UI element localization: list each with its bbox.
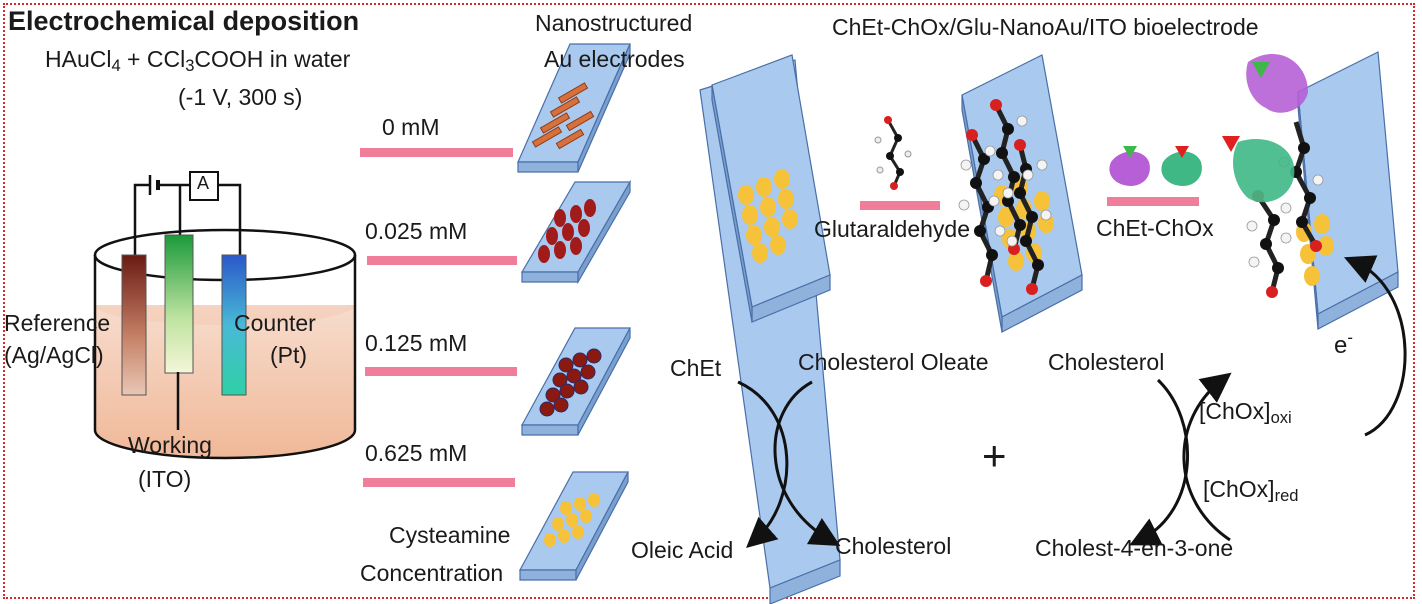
reagent-b-prefix: + CCl [120,46,186,72]
slide-0025mM [520,179,632,285]
reference-electrode-sub: (Ag/AgCl) [4,342,104,368]
concentration-3: 0.625 mM [365,440,468,466]
concentration-axis-label: Concentration [360,560,504,586]
electrochemical-cell [93,171,357,460]
reagent-b-subscript: 3 [185,56,195,76]
electron-label: e- [1334,328,1353,360]
large-slide-2 [958,54,1092,333]
chox-red-subscript: red [1274,486,1299,506]
slide-0mM [517,43,631,173]
concentration-2: 0.125 mM [365,330,468,356]
plus-sign: + [982,432,1007,479]
reagents-label: HAuCl4 + CCl3COOH in water [45,46,350,76]
glutaraldehyde-molecule [870,110,920,190]
slide-0625mM [518,471,629,581]
chet-label: ChEt [670,355,722,381]
counter-electrode-sub: (Pt) [270,342,308,368]
deposition-conditions: (-1 V, 300 s) [178,84,303,110]
glutaraldehyde-bar [860,201,940,210]
counter-electrode-label: Counter [234,310,316,336]
chox-red-text: [ChOx] [1203,476,1275,502]
large-slide-3 [1222,51,1399,330]
chox-oxi-subscript: oxi [1270,408,1292,428]
electron-superscript: - [1347,328,1353,347]
cholesterol-label: Cholesterol [1048,349,1165,375]
glutaraldehyde-label: Glutaraldehyde [814,216,970,242]
figure-border [3,3,1415,599]
bioelectrode-title: ChEt-ChOx/Glu-NanoAu/ITO bioelectrode [832,14,1259,40]
chox-oxi-text: [ChOx] [1199,398,1271,424]
chox-oxidized-label: [ChOx]oxi [1199,398,1292,428]
enzyme-label: ChEt-ChOx [1096,215,1214,241]
oleic-acid-label: Oleic Acid [631,537,734,563]
concentration-0: 0 mM [382,114,440,140]
figure-title: Electrochemical deposition [8,6,360,36]
reagent-b-suffix: COOH in water [194,46,351,72]
reagent-a-subscript: 4 [111,56,121,76]
concentration-bars [360,148,517,487]
cholesterol-oleate-label: Cholesterol Oleate [798,349,989,375]
reference-electrode-label: Reference [4,310,111,336]
large-slide-1 [711,54,831,323]
cholesterol-product-label: Cholesterol [835,533,952,559]
slide-0125mM [520,327,632,436]
reagent-a: HAuCl [45,46,112,72]
working-electrode-label: Working [128,432,212,458]
cholestenone-label: Cholest-4-en-3-one [1035,535,1234,561]
electron-text: e [1334,332,1348,360]
cysteamine-label: Cysteamine [389,522,511,548]
chox-reduced-label: [ChOx]red [1203,476,1299,506]
nanostructured-heading-1: Nanostructured [535,10,693,36]
ammeter-label: A [197,173,210,193]
working-electrode-sub: (ITO) [138,466,192,492]
concentration-1: 0.025 mM [365,218,468,244]
enzyme-pair [1105,140,1215,200]
enzyme-bar [1107,197,1199,206]
nanostructured-heading-2: Au electrodes [544,46,685,72]
